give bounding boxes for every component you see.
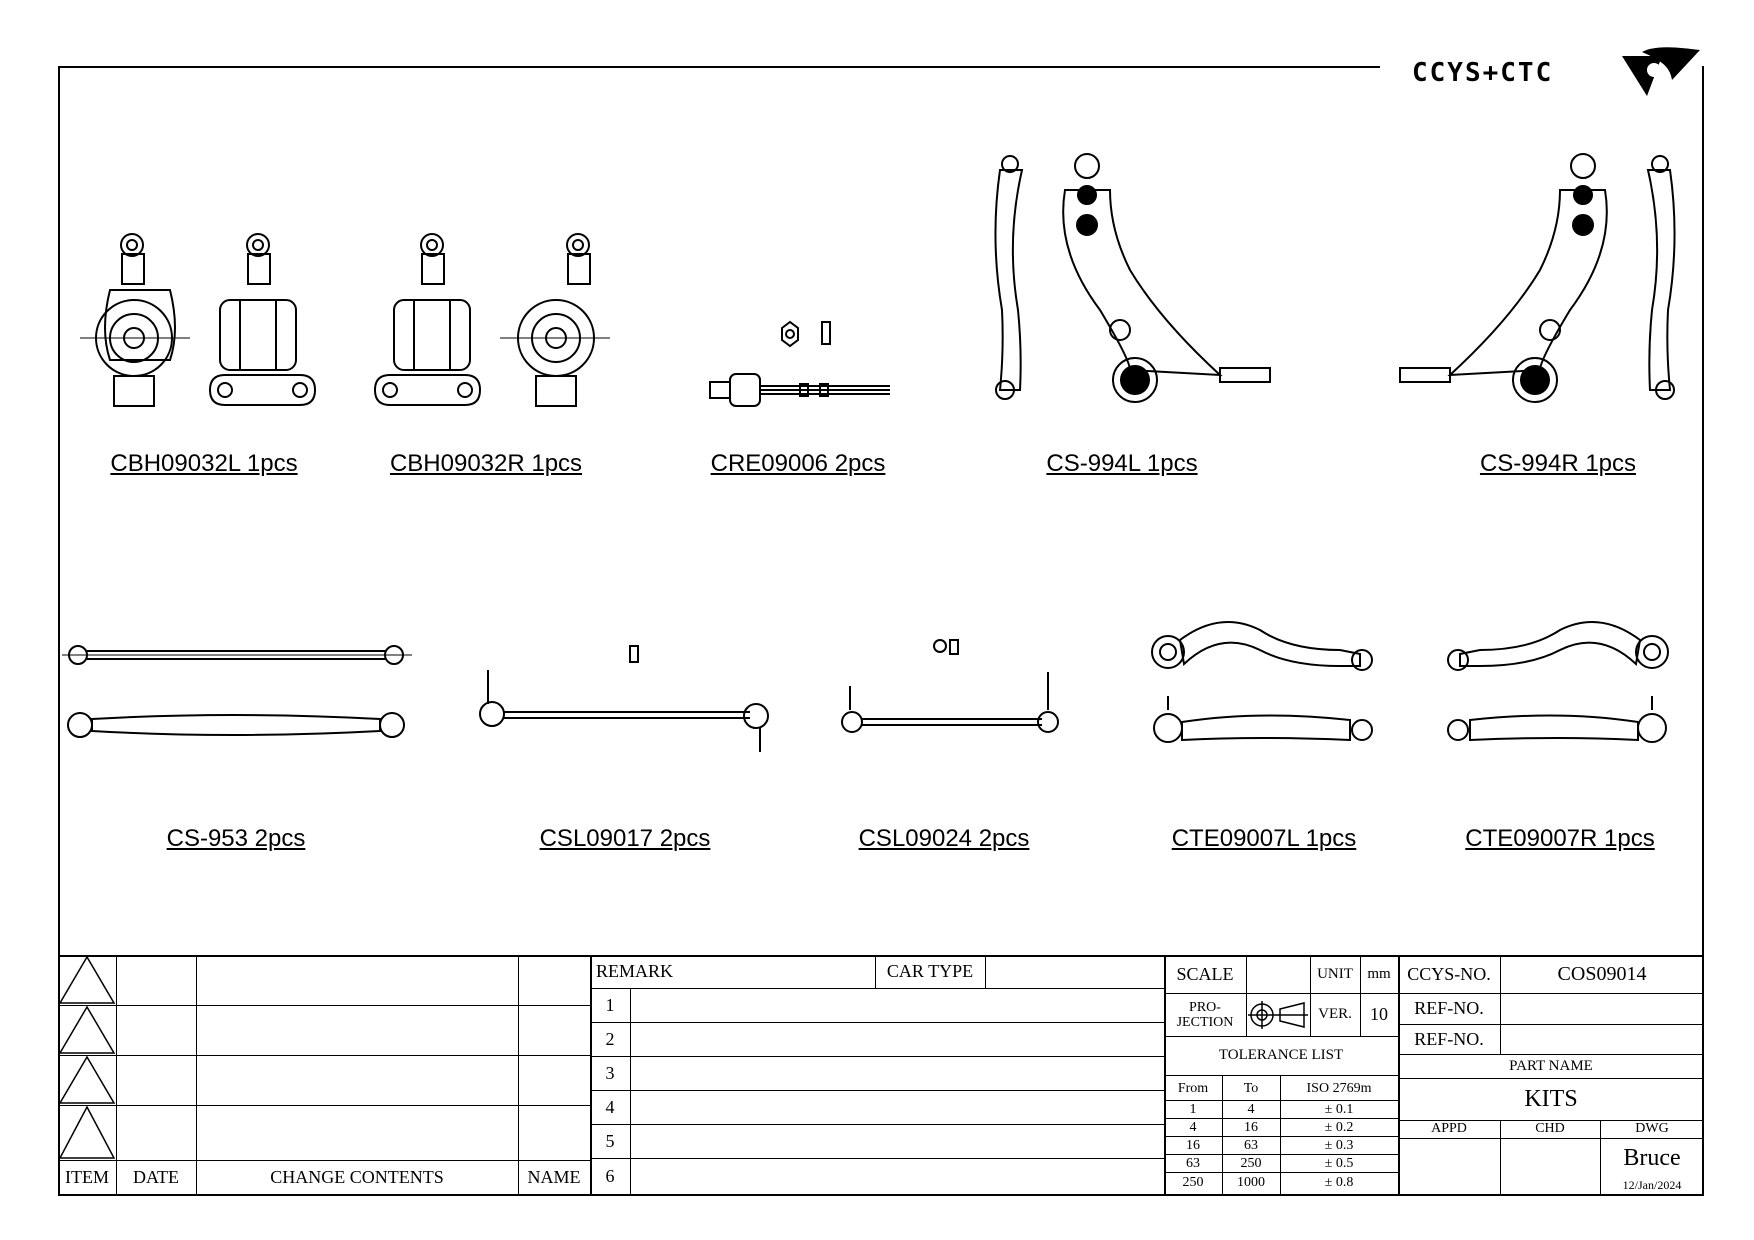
tolerance-cell: 16 [1186,1137,1200,1153]
remark-row-1: 1 [605,994,615,1015]
tolerance-cell: ± 0.2 [1324,1119,1354,1135]
tolerance-cell: ± 0.1 [1324,1101,1354,1117]
unit-value: mm [1367,965,1391,982]
tolerance-cell: 16 [1244,1119,1258,1135]
brand-logo: CCYS+CTC [1412,46,1702,102]
part-label-csl09017: CSL09017 2pcs [539,825,711,852]
tolerance-cell: 4 [1189,1119,1197,1135]
tolerance-cell: 63 [1244,1137,1258,1153]
tolerance-header-iso: ISO 2769m [1306,1081,1372,1096]
tolerance-cell: ± 0.3 [1324,1137,1354,1153]
remark-row-5: 5 [605,1130,615,1151]
revision-header-change: CHANGE CONTENTS [270,1166,444,1187]
part-cte09007l-drawing [1140,610,1380,770]
tolerance-cell: 4 [1247,1101,1255,1117]
tolerance-header-to: To [1243,1081,1259,1096]
remark-label: REMARK [596,961,674,981]
part-name-value: KITS [1524,1085,1578,1112]
part-cbh09032l-drawing [80,230,320,420]
part-cbh09032r-drawing [370,230,610,420]
tolerance-cell: 250 [1240,1155,1262,1171]
ref-no-label-1: REF-NO. [1414,998,1484,1018]
scale-label: SCALE [1176,963,1234,984]
ver-value: 10 [1370,1004,1388,1024]
part-label-cre09006: CRE09006 2pcs [710,450,886,477]
frame-top-line [58,66,1380,68]
remark-row-6: 6 [605,1165,615,1186]
part-cte09007r-drawing [1440,610,1680,770]
chd-label: CHD [1535,1121,1565,1136]
unit-label: UNIT [1317,965,1353,982]
revision-triangle-icon [58,955,116,1159]
remark-row-2: 2 [605,1028,615,1049]
part-name-label: PART NAME [1509,1057,1593,1074]
tolerance-cell: 1 [1189,1101,1197,1117]
part-cs994l-drawing [960,150,1320,410]
revision-header-item: ITEM [65,1166,109,1187]
drawing-frame [58,66,1704,1196]
part-label-cbh09032l: CBH09032L 1pcs [110,450,298,477]
part-cs994r-drawing [1350,150,1710,410]
car-type-label: CAR TYPE [886,961,974,981]
remark-row-3: 3 [605,1062,615,1083]
projection-symbol-icon [1248,1001,1308,1029]
tolerance-header-from: From [1177,1081,1209,1096]
revision-header-date: DATE [133,1166,179,1187]
part-label-cte09007r: CTE09007R 1pcs [1465,825,1655,852]
tolerance-cell: ± 0.8 [1324,1175,1354,1190]
logo-text: CCYS+CTC [1412,58,1554,88]
part-label-cs994r: CS-994R 1pcs [1479,450,1637,477]
part-label-cs994l: CS-994L 1pcs [1046,450,1198,477]
part-label-cs953: CS-953 2pcs [166,825,306,852]
tolerance-cell: 1000 [1237,1175,1265,1190]
part-cre09006-drawing [690,310,890,420]
part-cs953-drawing [62,635,412,745]
drawing-date: 12/Jan/2024 [1622,1177,1682,1192]
part-csl09017-drawing [470,640,780,760]
projection-label: PRO- JECTION [1176,999,1234,1030]
part-label-cte09007l: CTE09007L 1pcs [1171,825,1357,852]
part-csl09024-drawing [830,630,1070,750]
tolerance-title: TOLERANCE LIST [1218,1047,1344,1063]
logo-mark-icon [1622,47,1700,96]
title-block-top-border [58,955,1704,957]
part-label-cbh09032r: CBH09032R 1pcs [389,450,583,477]
tolerance-cell: ± 0.5 [1324,1155,1354,1171]
ccys-no-label: CCYS-NO. [1407,963,1491,984]
appd-label: APPD [1431,1121,1467,1136]
dwg-label: DWG [1635,1121,1669,1136]
drawer-name: Bruce [1623,1144,1681,1171]
part-label-csl09024: CSL09024 2pcs [858,825,1030,852]
revision-header-name: NAME [527,1166,581,1187]
tolerance-cell: 250 [1182,1175,1204,1190]
ref-no-label-2: REF-NO. [1414,1028,1484,1049]
ver-label: VER. [1318,1006,1352,1022]
remark-row-4: 4 [605,1096,615,1117]
tolerance-cell: 63 [1186,1155,1200,1171]
ccys-no-value: COS09014 [1557,962,1647,985]
